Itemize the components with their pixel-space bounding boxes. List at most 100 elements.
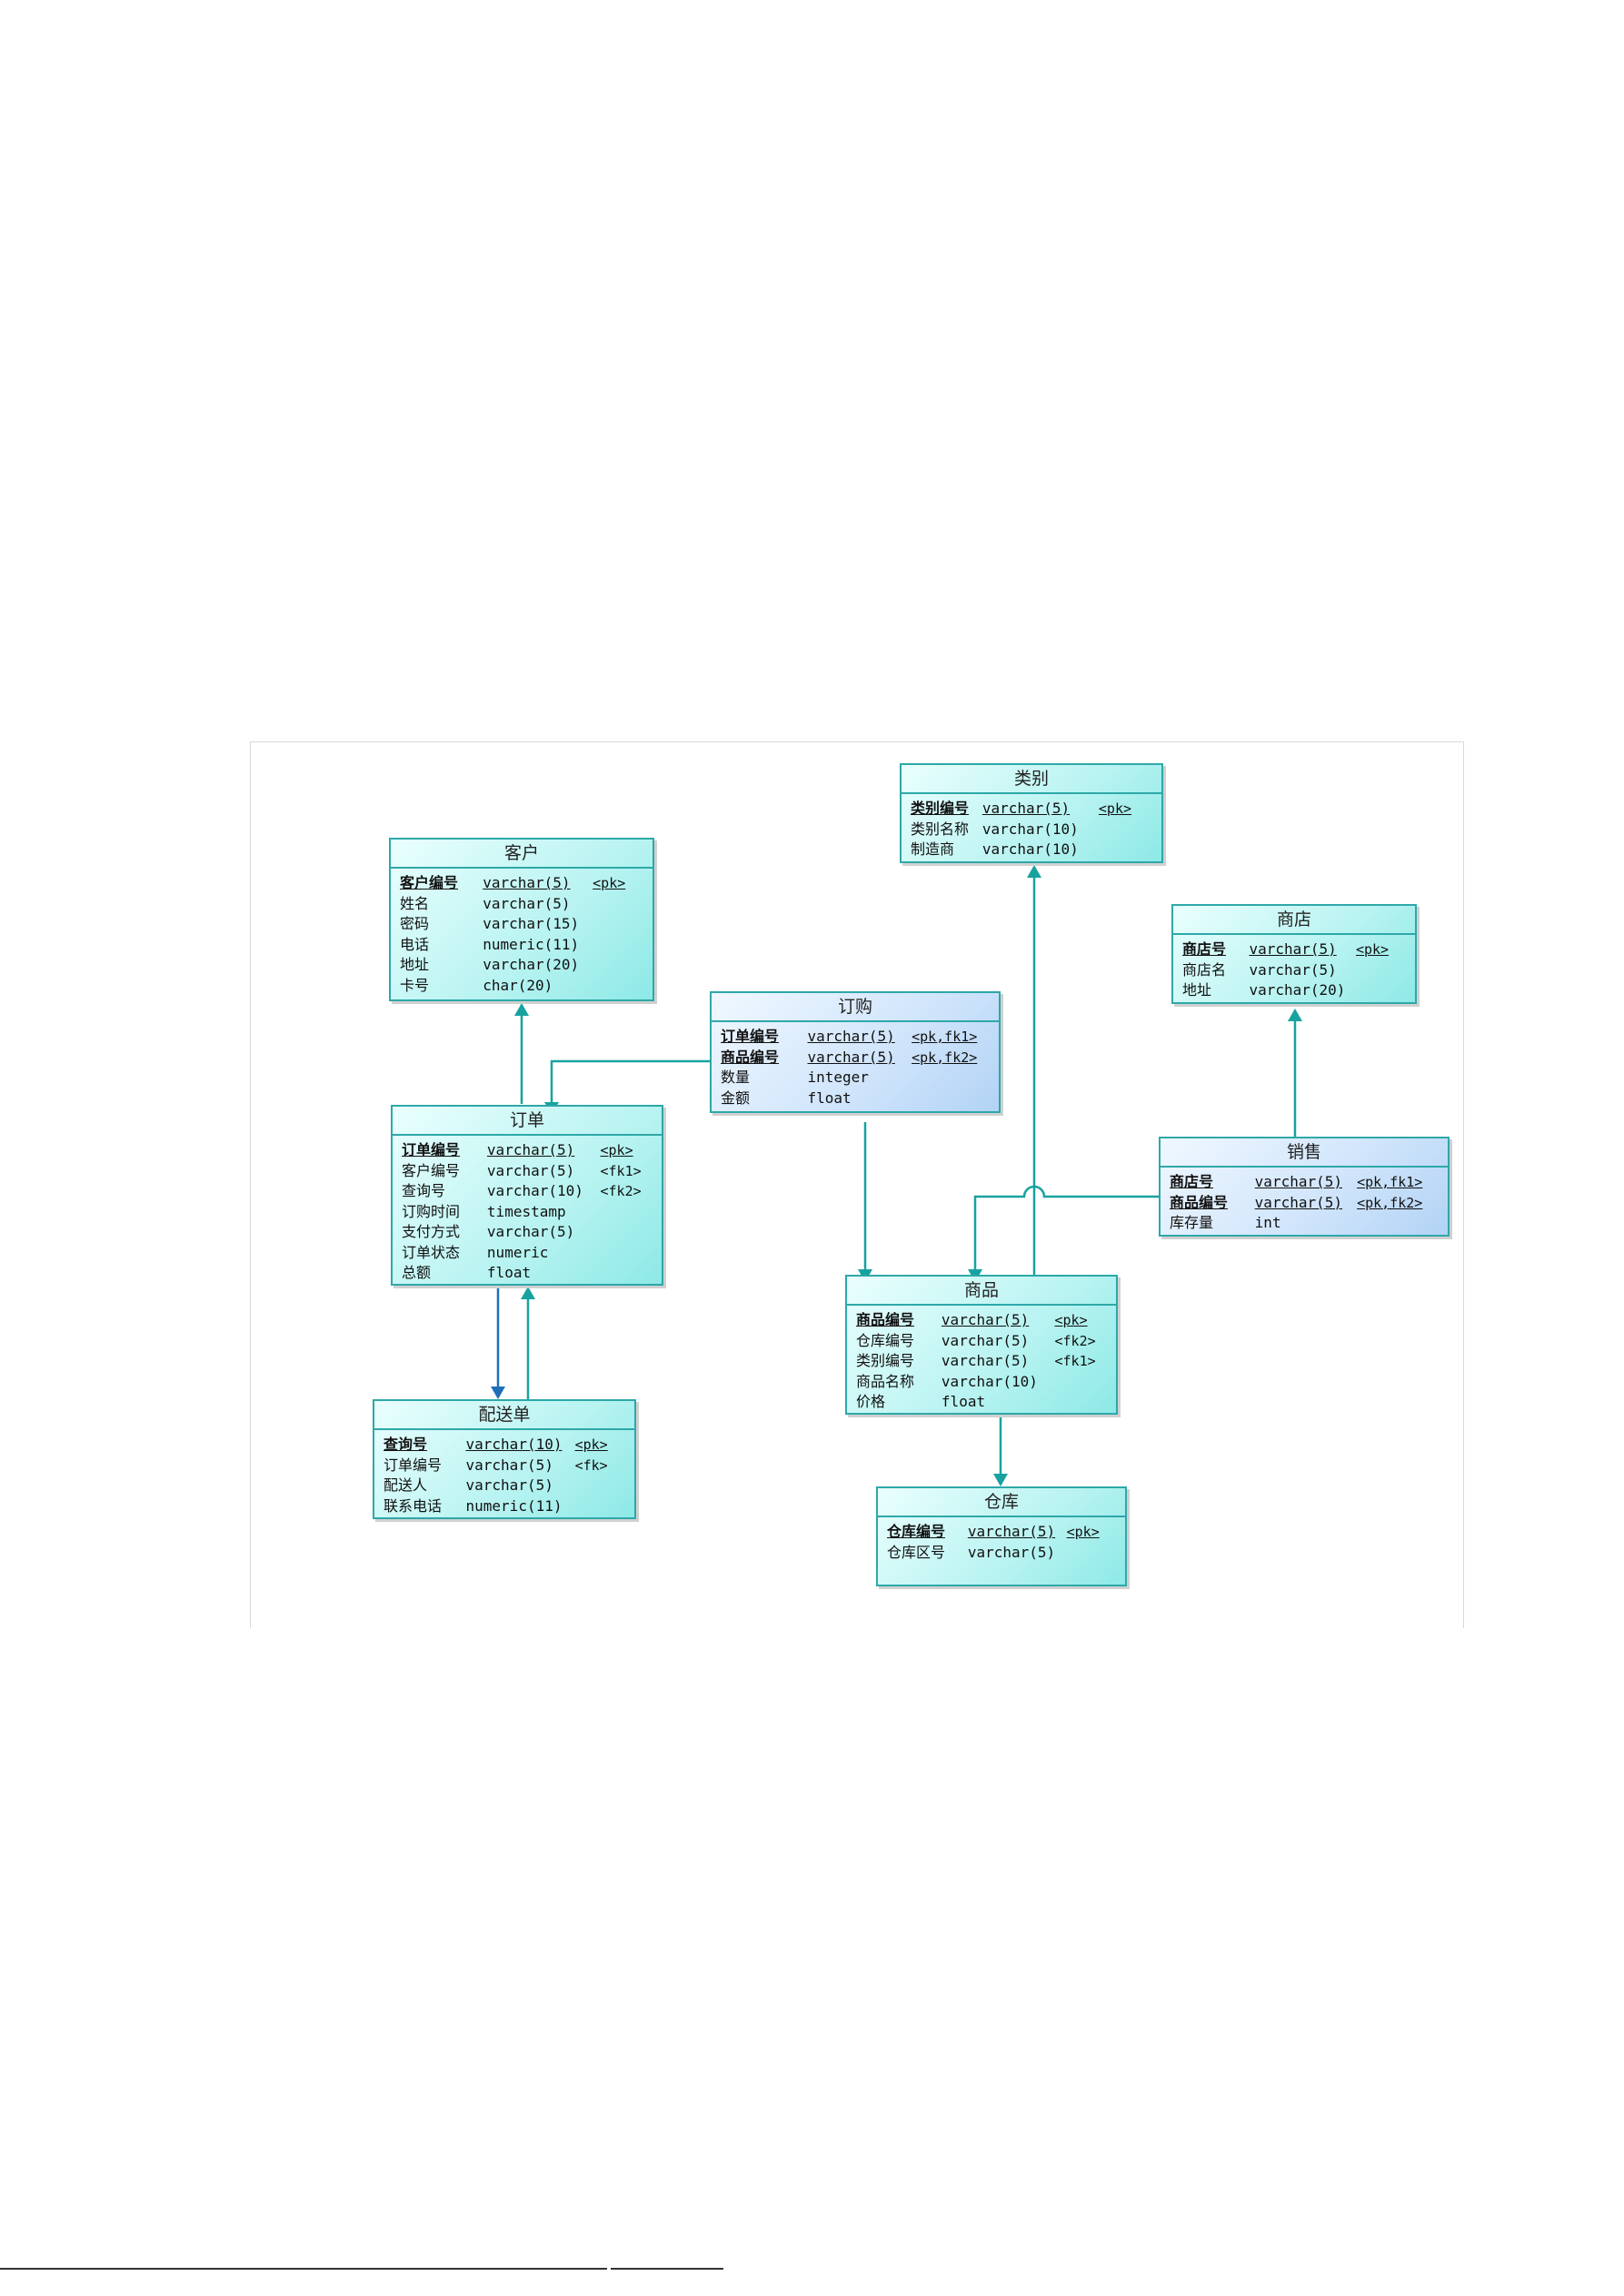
- column-name: 价格: [856, 1393, 886, 1410]
- column-key: <pk>: [1098, 800, 1132, 817]
- column-key: [593, 935, 643, 956]
- column-name: 仓库编号: [856, 1331, 915, 1349]
- entity-title: 商品: [847, 1277, 1116, 1306]
- column-key: [912, 1088, 990, 1109]
- column-name: 商店号: [1182, 940, 1227, 958]
- column-key: [1067, 1543, 1116, 1564]
- column-key: [575, 1496, 625, 1517]
- column-type: varchar(10): [486, 1182, 583, 1199]
- column-row: 密码 varchar(15): [400, 914, 643, 935]
- column-type: varchar(5): [483, 874, 571, 891]
- entity-title: 客户: [391, 840, 653, 869]
- column-type: varchar(5): [486, 1223, 575, 1240]
- column-key: [601, 1263, 653, 1284]
- column-key: [1099, 820, 1152, 840]
- column-name: 地址: [400, 956, 430, 973]
- column-key: [1357, 1213, 1439, 1234]
- column-type: varchar(5): [941, 1331, 1030, 1349]
- column-type: varchar(5): [1249, 940, 1337, 958]
- page-footer-rule-short: [611, 2268, 723, 2270]
- column-type: varchar(5): [807, 1048, 895, 1066]
- column-type: varchar(5): [1249, 960, 1337, 979]
- column-row: 支付方式 varchar(5): [402, 1222, 653, 1243]
- column-type: varchar(10): [981, 820, 1079, 838]
- column-type: varchar(5): [486, 1161, 575, 1179]
- entity-title: 配送单: [374, 1401, 634, 1430]
- column-name: 订单编号: [721, 1028, 780, 1045]
- entity-title: 订购: [712, 993, 999, 1022]
- column-key: [1356, 980, 1406, 1001]
- column-name: 查询号: [384, 1436, 428, 1453]
- column-key: <pk,fk1>: [1357, 1174, 1423, 1190]
- column-name: 卡号: [400, 976, 430, 994]
- column-name: 商品编号: [721, 1048, 780, 1066]
- column-name: 查询号: [402, 1182, 446, 1199]
- column-name: 地址: [1182, 981, 1212, 999]
- column-type: integer: [807, 1068, 869, 1086]
- column-type: varchar(5): [486, 1141, 575, 1158]
- column-key: [1099, 840, 1152, 860]
- column-type: numeric(11): [483, 935, 580, 953]
- column-name: 密码: [400, 915, 430, 932]
- column-name: 类别名称: [911, 820, 970, 838]
- entity-title: 订单: [393, 1107, 662, 1136]
- column-row: 仓库编号 varchar(5) <fk2>: [856, 1331, 1107, 1352]
- column-name: 库存量: [1170, 1214, 1214, 1231]
- column-key: [593, 955, 643, 976]
- column-name: 订单编号: [402, 1141, 461, 1158]
- column-key: <fk2>: [1054, 1332, 1096, 1349]
- column-key: <pk>: [1054, 1312, 1088, 1328]
- column-name: 客户编号: [402, 1161, 461, 1179]
- column-type: varchar(5): [465, 1456, 553, 1474]
- column-key: [593, 914, 643, 935]
- column-type: varchar(20): [1249, 981, 1346, 999]
- column-key: [593, 894, 643, 915]
- column-name: 支付方式: [402, 1223, 461, 1240]
- column-type: float: [486, 1264, 532, 1281]
- column-type: varchar(5): [1254, 1193, 1342, 1211]
- column-type: varchar(5): [967, 1523, 1056, 1540]
- column-type: varchar(5): [807, 1028, 895, 1045]
- column-type: varchar(10): [981, 840, 1079, 858]
- column-type: varchar(20): [483, 956, 580, 973]
- column-type: varchar(15): [483, 915, 580, 932]
- entity-title: 商店: [1173, 906, 1415, 935]
- column-key: [575, 1476, 625, 1496]
- column-name: 商店号: [1170, 1173, 1214, 1190]
- column-type: varchar(10): [941, 1372, 1038, 1390]
